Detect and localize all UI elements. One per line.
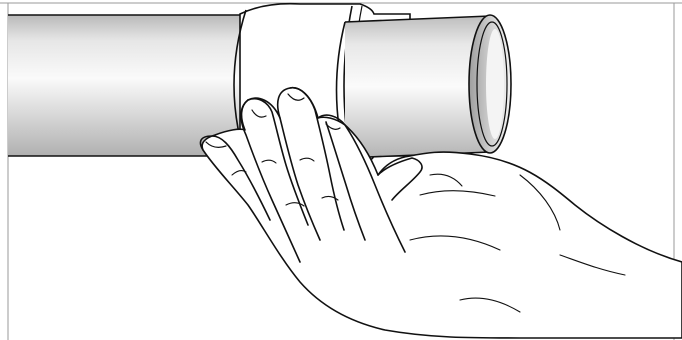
left-pipe bbox=[8, 15, 240, 156]
right-pipe bbox=[337, 15, 512, 158]
